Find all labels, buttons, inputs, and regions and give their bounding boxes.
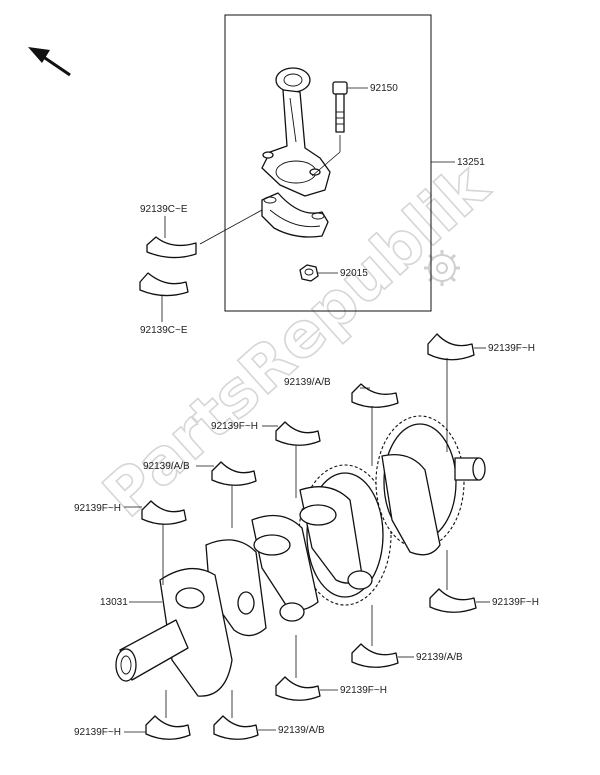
main-bearing-8 <box>275 676 321 701</box>
label-92015: 92015 <box>340 268 368 279</box>
nut <box>299 264 338 282</box>
label-bearing-5: 92139F~H <box>74 503 121 514</box>
conrod-assembly-box <box>224 14 432 312</box>
connecting-rod <box>261 67 331 197</box>
front-direction-arrow-icon <box>28 47 71 77</box>
main-bearing-6 <box>429 588 477 613</box>
gear-icon <box>424 250 460 286</box>
main-bearing-1 <box>427 333 475 361</box>
label-bearing-4: 92139/A/B <box>143 461 190 472</box>
conrod-cap <box>261 192 329 238</box>
label-13031: 13031 <box>100 597 128 608</box>
conrod-bolt <box>311 81 368 177</box>
crankshaft <box>115 415 486 697</box>
main-bearing-5 <box>141 500 187 525</box>
label-bearing-3: 92139F~H <box>211 421 258 432</box>
label-bearing-10: 92139/A/B <box>278 725 325 736</box>
conrod-bearing-lower <box>139 272 189 297</box>
label-bearing-1: 92139F~H <box>488 343 535 354</box>
label-bearing-7: 92139/A/B <box>416 652 463 663</box>
main-bearing-4 <box>211 461 257 486</box>
main-bearing-9 <box>145 715 191 740</box>
label-bearing-6: 92139F~H <box>492 597 539 608</box>
main-bearing-10 <box>213 715 259 740</box>
main-bearing-7 <box>351 643 399 668</box>
label-92139CE-lower: 92139C~E <box>140 325 188 336</box>
label-bearing-2: 92139/A/B <box>284 377 331 388</box>
conrod-bearing-upper <box>146 236 197 259</box>
label-13251: 13251 <box>457 157 485 168</box>
label-92150: 92150 <box>370 83 398 94</box>
label-bearing-9: 92139F~H <box>74 727 121 738</box>
main-bearing-3 <box>275 421 321 446</box>
main-bearing-2 <box>351 383 399 408</box>
label-92139CE-upper: 92139C~E <box>140 204 188 215</box>
label-bearing-8: 92139F~H <box>340 685 387 696</box>
